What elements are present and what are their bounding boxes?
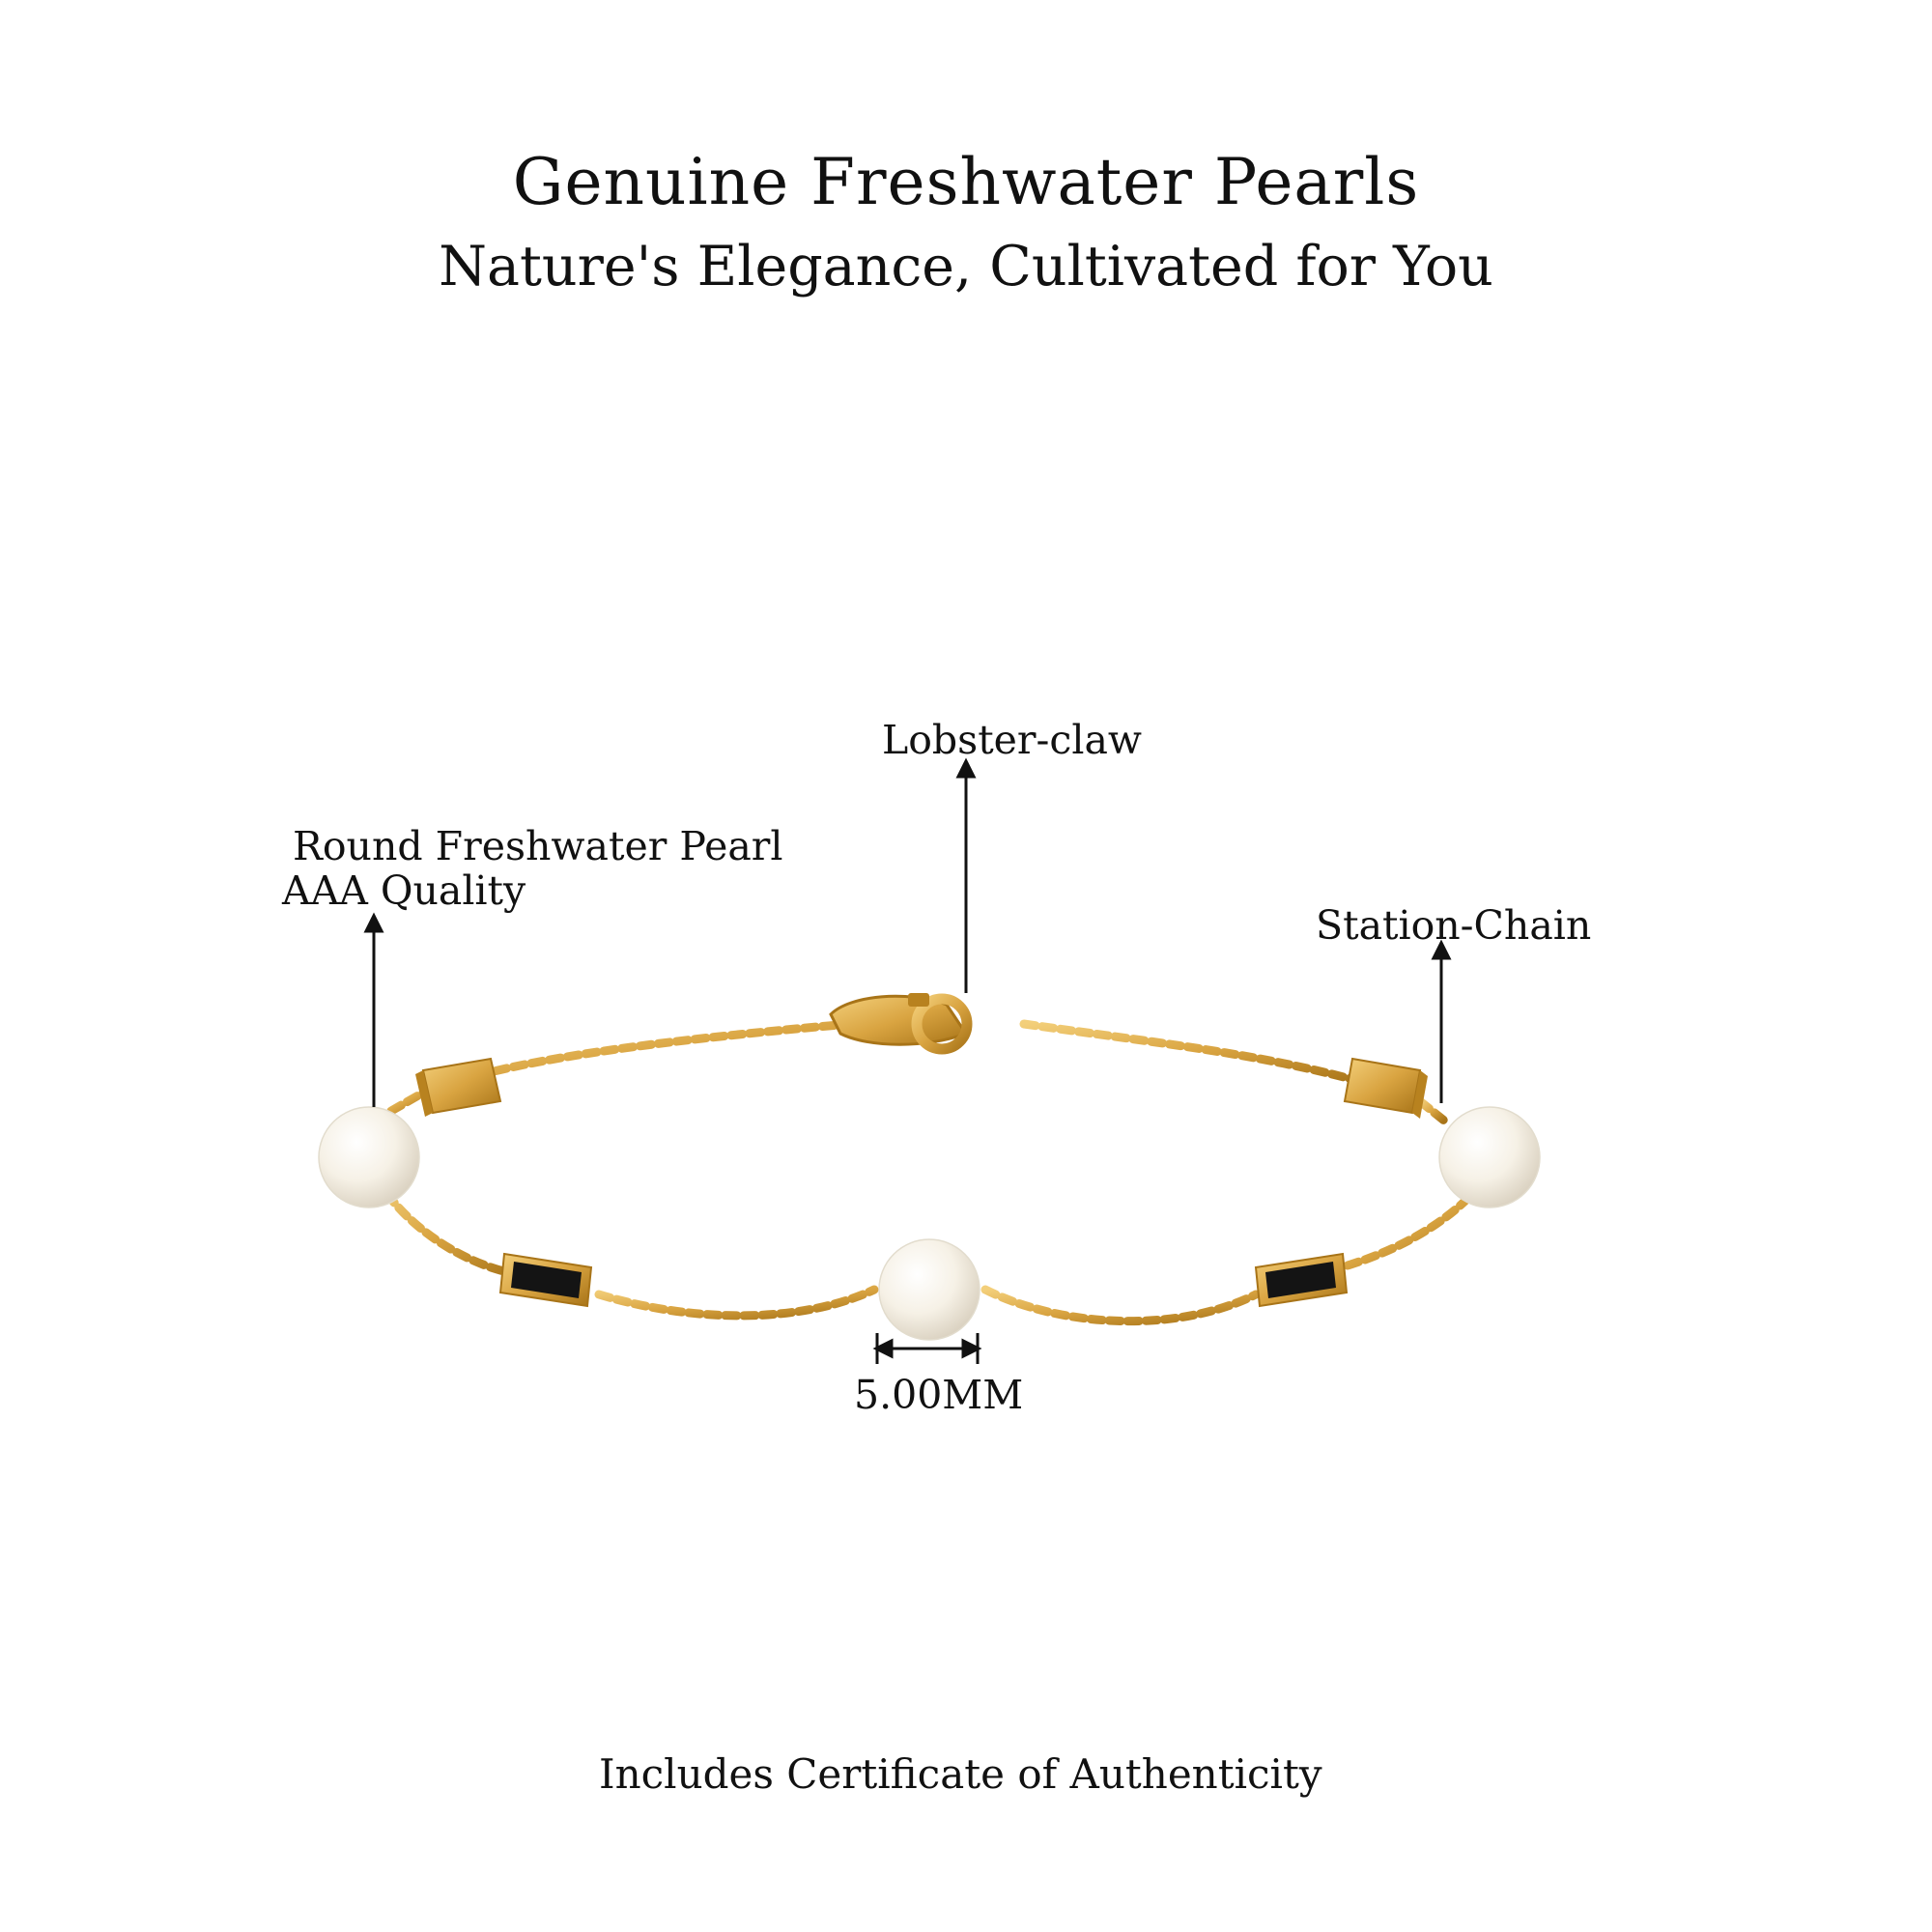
gold-bar-station-top-left (415, 1057, 502, 1117)
chain-label: Station-Chain (1316, 902, 1592, 949)
chain-segment-left-top (386, 1087, 430, 1116)
chain-segment-upper-right (1019, 1019, 1367, 1087)
chain-segment-lower-left (594, 1285, 879, 1321)
chain-segment-right-top (1415, 1096, 1449, 1125)
pearl-right (1438, 1106, 1541, 1208)
page-title: Genuine Freshwater Pearls (512, 145, 1420, 219)
page-subtitle: Nature's Elegance, Cultivated for You (439, 235, 1493, 298)
chain-segment-right-drop (1343, 1193, 1473, 1270)
size-dimension-marker (872, 1333, 982, 1364)
footer-note: Includes Certificate of Authenticity (599, 1750, 1322, 1798)
onyx-bar-station-left (498, 1252, 593, 1308)
onyx-bar-station-right (1254, 1252, 1349, 1308)
lobster-clasp (829, 993, 973, 1055)
pearl-center (878, 1238, 980, 1341)
gold-bar-station-top-right (1343, 1057, 1428, 1119)
pearl-label-round: Round (293, 823, 423, 869)
size-label: 5.00MM (854, 1372, 1024, 1418)
pearl-label-quality: AAA Quality (282, 867, 526, 914)
pearl-left (318, 1106, 420, 1208)
clasp-label: Lobster-claw (882, 717, 1143, 763)
chain-segment-lower-right (980, 1285, 1261, 1326)
pearl-label-line1: Round Freshwater Pearl (293, 823, 783, 869)
pearl-label-freshwater: Freshwater Pearl (435, 823, 783, 869)
